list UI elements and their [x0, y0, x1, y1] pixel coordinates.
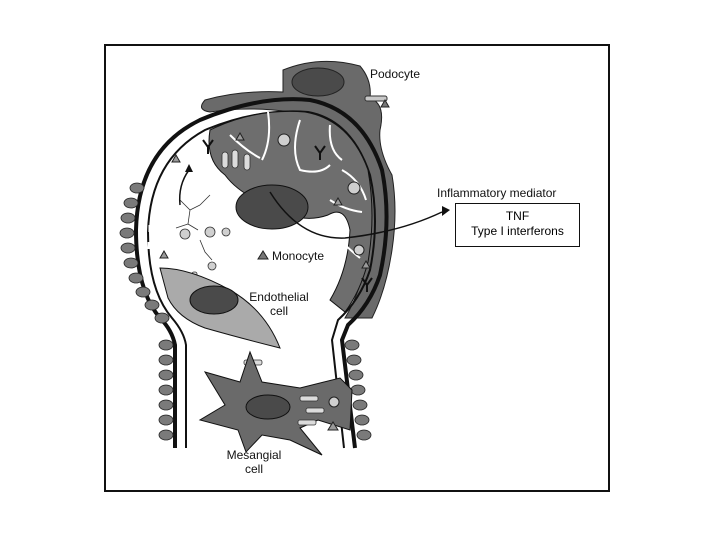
foot-processes-left [119, 182, 174, 441]
mediator-item: Type I interferons [471, 224, 564, 238]
mesangial-label: Mesangial cell [216, 448, 292, 476]
granule-3 [353, 244, 365, 256]
mesangial-triangle [327, 421, 339, 431]
monocyte-nucleus [235, 184, 309, 230]
mediator-box: TNF Type I interferons [455, 203, 580, 247]
monocyte-legend-triangle [257, 250, 269, 260]
curved-arrow [178, 169, 190, 206]
podocyte-label: Podocyte [370, 67, 421, 81]
endothelial-label-line1: Endothelial [249, 290, 309, 304]
podocyte-foot [364, 95, 388, 102]
antibody-y-2 [314, 145, 326, 160]
antibody-y-3 [361, 277, 373, 292]
mediator-arrow-head [442, 206, 450, 216]
mesangial-receptors [297, 395, 325, 426]
mediator-item: TNF [505, 209, 530, 223]
cell-divisions [229, 111, 367, 259]
endothelial-label: Endothelial cell [234, 290, 324, 318]
membrane-gaps [147, 225, 310, 348]
mesangial-granule [328, 396, 340, 408]
monocyte-label: Monocyte [272, 249, 325, 263]
mediator-arrow [269, 191, 443, 239]
mediator-title: Inflammatory mediator [437, 186, 557, 200]
podocyte-triangle [380, 98, 390, 108]
arrow-head-up [185, 164, 193, 172]
podocyte-nucleus [291, 67, 345, 97]
granule-2 [347, 181, 361, 195]
triangles-inside [159, 131, 371, 269]
mesangial-nucleus [245, 394, 291, 420]
cytokine-network [175, 194, 231, 271]
granule-1 [277, 133, 291, 147]
mesangial-label-line2: cell [244, 462, 263, 476]
mesangial-label-line1: Mesangial [226, 448, 282, 462]
antibody-y-1 [202, 139, 214, 154]
endothelial-label-line2: cell [269, 304, 288, 318]
foot-processes-right [344, 339, 372, 441]
endothelial-nucleus [189, 285, 239, 315]
